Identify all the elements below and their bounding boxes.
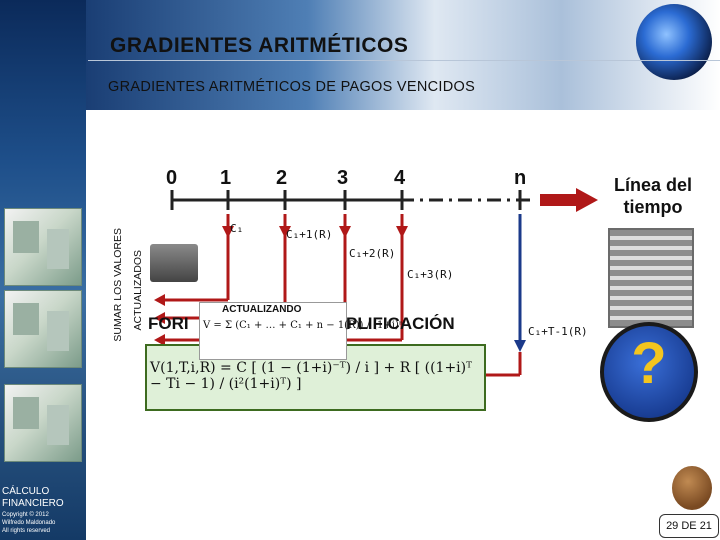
popup-title: ACTUALIZANDO [222,304,302,315]
formula-heading-right: PLIFICACIÓN [346,314,455,333]
payment-label: C₁+2(R) [349,247,396,260]
timeline-label: Línea del tiempo [613,175,693,217]
payment-label: C₁+3(R) [407,268,454,281]
course-title: CÁLCULO FINANCIERO [2,486,64,509]
tick-label-n: n [514,167,527,189]
timeline-arrow [540,188,598,212]
tick-label-1: 1 [220,167,232,189]
updated-values-label: ACTUALIZADOS [132,250,144,331]
page-subtitle: GRADIENTES ARITMÉTICOS DE PAGOS VENCIDOS [108,79,476,95]
payment-label: C₁ [230,222,244,235]
sidebar: CÁLCULO FINANCIERO Copyright © 2012 Wilf… [0,0,86,540]
formula-heading-left: FORI [148,314,189,333]
copyright-text: Copyright © 2012 Wilfredo Maldonado All … [2,512,56,534]
popup-equation: V = Σ (C₁ + … + C₁ + n − 1(R)) / (1+i)ⁿ [203,320,404,331]
globe-icon [636,4,712,80]
tick-label-3: 3 [337,167,349,189]
payment-label: C₁+T-1(R) [528,325,588,338]
page-title: GRADIENTES ARITMÉTICOS [110,34,409,57]
maze-icon [608,228,694,328]
tick-label-4: 4 [394,167,406,189]
actualizando-popup [199,302,347,360]
return-arrowhead [154,294,165,306]
page-indicator[interactable]: 29 DE 21 [659,514,719,538]
payment-label: C₁+1(R) [286,228,333,241]
drop-arrowhead-blue [514,340,526,352]
sum-values-label: SUMAR LOS VALORES [112,228,124,342]
main-formula: V(1,T,i,R) = C [ (1 − (1+i)⁻ᵀ) / i ] + R… [150,360,472,392]
tick-label-2: 2 [276,167,288,189]
calculator-icon [150,244,198,282]
question-mark-glyph: ? [631,331,667,396]
question-mark-icon[interactable] [600,322,698,422]
cube-image [4,290,82,368]
cube-image [4,384,82,462]
header-banner [86,0,720,110]
tick-label-0: 0 [166,167,178,189]
mascot-icon [672,466,712,510]
title-divider [88,60,720,61]
cube-image [4,208,82,286]
